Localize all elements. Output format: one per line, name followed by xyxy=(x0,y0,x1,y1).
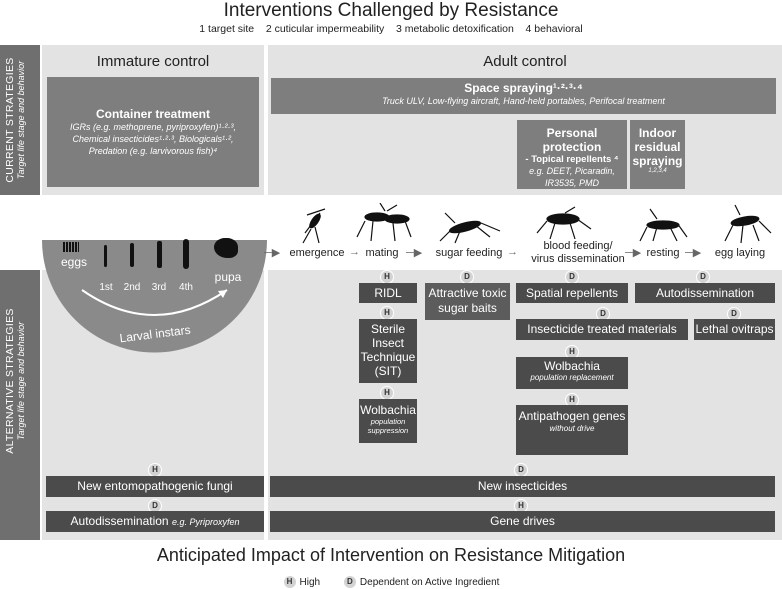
stage-emergence: emergence xyxy=(289,247,345,259)
container-treatment-title: Container treatment xyxy=(95,107,211,121)
container-treatment-line1: IGRs (e.g. methoprene, pyriproxyfen)¹·²·… xyxy=(69,122,237,132)
antipathogen-desc: without drive xyxy=(549,424,595,433)
container-treatment-line3: Predation (e.g. larvivorous fish)⁴ xyxy=(88,146,218,156)
wolbachia-replacement-desc: population replacement xyxy=(530,373,614,382)
ovitraps-box: Lethal ovitraps xyxy=(694,319,775,340)
atsb-badge: D xyxy=(460,270,474,284)
auto-immature-box: Autodissemination e.g. Pyriproxyfen xyxy=(46,511,264,532)
flow-arrow-4: → xyxy=(507,246,518,258)
instar-1-label: 1st xyxy=(99,282,113,293)
wolbachia-replacement-box: Wolbachia population replacement xyxy=(516,357,628,389)
instar-3-label: 3rd xyxy=(151,282,167,293)
antipathogen-box: Antipathogen genes without drive xyxy=(516,405,628,455)
space-spraying-box: Space spraying¹·²·³·⁴ Truck ULV, Low-fly… xyxy=(271,78,776,114)
wolbachia-suppression-title: Wolbachia xyxy=(360,403,416,417)
stage-resting: resting xyxy=(646,247,680,259)
new-insecticides-badge: D xyxy=(514,463,528,477)
indoor-residual-spraying-box: Indoor residual spraying 1,2,3,4 xyxy=(630,120,685,189)
fungi-box: New entomopathogenic fungi xyxy=(46,476,264,497)
immature-control-heading: Immature control xyxy=(96,53,210,70)
stage-mating: mating xyxy=(365,247,399,259)
space-spraying-title: Space spraying¹·²·³·⁴ xyxy=(464,81,583,95)
adult-mosquito-silhouettes xyxy=(302,203,772,244)
indoor-residual-line3: spraying xyxy=(632,154,683,168)
pupa-label: pupa xyxy=(214,270,242,284)
indoor-residual-superscript: 1,2,3,4 xyxy=(648,168,667,174)
personal-protection-desc2: IR3535, PMD xyxy=(544,178,600,188)
alternative-strategies-sidebar: ALTERNATIVE STRATEGIES Target life stage… xyxy=(0,270,40,540)
container-treatment-line2: Chemical insecticides¹·²·³, Biologicals¹… xyxy=(72,134,234,144)
larva-3-icon xyxy=(157,241,162,268)
autodissemination-box: Autodissemination xyxy=(635,283,775,303)
stage-blood-feeding: blood feeding/ xyxy=(543,240,613,252)
flow-arrow-1: ─▶ xyxy=(264,247,281,259)
pupa-icon xyxy=(214,238,238,258)
eggs-icon xyxy=(63,242,79,252)
itm-box: Insecticide treated materials xyxy=(516,319,688,340)
flow-arrow-6: ─▶ xyxy=(685,247,702,259)
personal-protection-title: Personal protection xyxy=(542,126,602,154)
adult-control-heading: Adult control xyxy=(483,53,567,70)
legend-high-badge: H xyxy=(282,575,297,589)
larva-2-icon xyxy=(130,243,134,267)
diagram-title: Interventions Challenged by Resistance xyxy=(223,0,559,21)
stage-virus-dissemination: virus dissemination xyxy=(531,253,625,265)
personal-protection-desc1: e.g. DEET, Picaradin, xyxy=(529,166,615,176)
legend-high-label: High xyxy=(299,576,321,588)
fungi-badge: H xyxy=(148,463,162,477)
gene-drives-box: Gene drives xyxy=(270,511,775,532)
wolbachia-replacement-title: Wolbachia xyxy=(544,359,600,373)
wolbachia-suppression-box: Wolbachia population suppression xyxy=(359,399,417,443)
wolbachia-suppression-desc: population suppression xyxy=(367,417,409,435)
flow-arrow-5: ─▶ xyxy=(625,247,642,259)
new-insecticides-box: New insecticides xyxy=(270,476,775,497)
sit-badge: H xyxy=(380,306,394,320)
spatial-repellents-box: Spatial repellents xyxy=(516,283,628,303)
flow-arrow-2: → xyxy=(349,246,360,258)
sit-box: Sterile Insect Technique (SIT) xyxy=(359,319,417,383)
spatial-repellents-badge: D xyxy=(565,270,579,284)
stage-egg-laying: egg laying xyxy=(714,247,766,259)
auto-immature-label: Autodissemination xyxy=(70,514,169,528)
legend-dependent-badge: D xyxy=(342,575,357,589)
resistance-key: 1 target site 2 cuticular impermeability… xyxy=(199,23,583,35)
footer-title: Anticipated Impact of Intervention on Re… xyxy=(156,545,626,565)
atsb-box: Attractive toxic sugar baits xyxy=(425,283,510,320)
sit-label: Sterile Insect Technique (SIT) xyxy=(360,322,416,378)
flow-arrow-3: ─▶ xyxy=(406,247,423,259)
indoor-residual-line1: Indoor xyxy=(638,126,677,140)
larva-4-icon xyxy=(183,239,189,269)
current-strategies-sublabel: Target life stage and behavior xyxy=(16,60,26,180)
eggs-label: eggs xyxy=(60,255,88,269)
larval-development-semicircle xyxy=(42,240,267,353)
instar-4-label: 4th xyxy=(179,282,193,293)
current-strategies-sidebar: CURRENT STRATEGIES Target life stage and… xyxy=(0,45,40,195)
ridl-badge: H xyxy=(380,270,394,284)
auto-immature-example: e.g. Pyriproxyfen xyxy=(171,517,240,527)
stage-sugar-feeding: sugar feeding xyxy=(435,247,503,259)
adult-control-panel: Adult control Space spraying¹·²·³·⁴ Truc… xyxy=(268,45,782,195)
atsb-label: Attractive toxic sugar baits xyxy=(428,286,507,315)
personal-protection-box: Personal protection - Topical repellents… xyxy=(517,120,627,189)
antipathogen-title: Antipathogen genes xyxy=(518,409,626,423)
larva-1-icon xyxy=(104,245,107,267)
current-strategies-label: CURRENT STRATEGIES xyxy=(4,57,16,183)
ridl-box: RIDL xyxy=(359,283,417,303)
topical-repellents-label: - Topical repellents ⁴ xyxy=(525,154,619,165)
instar-2-label: 2nd xyxy=(123,282,141,293)
legend-dependent-label: Dependent on Active Ingredient xyxy=(359,576,500,588)
alternative-strategies-sublabel: Target life stage and behavior xyxy=(16,321,26,441)
container-treatment-box: Container treatment IGRs (e.g. methopren… xyxy=(47,77,259,187)
space-spraying-desc: Truck ULV, Low-flying aircraft, Hand-hel… xyxy=(382,96,665,106)
wolbachia-suppression-badge: H xyxy=(380,386,394,400)
indoor-residual-line2: residual xyxy=(634,140,681,154)
alternative-strategies-label: ALTERNATIVE STRATEGIES xyxy=(4,308,16,454)
autodissemination-badge: D xyxy=(696,270,710,284)
immature-control-panel: Immature control Container treatment IGR… xyxy=(42,45,264,195)
